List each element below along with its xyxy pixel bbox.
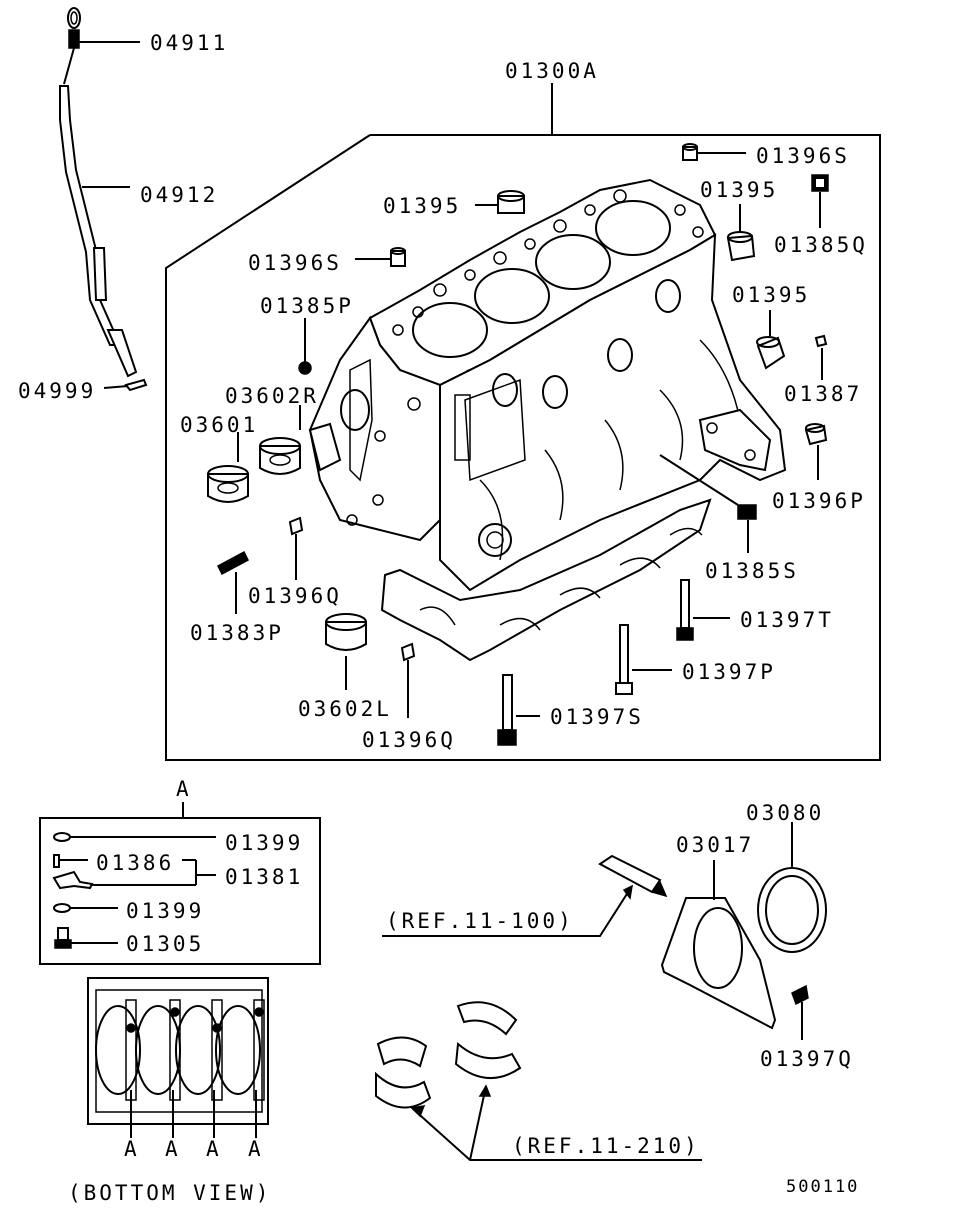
label-03602R: 03602R <box>225 384 319 408</box>
label-03602L: 03602L <box>298 697 392 721</box>
part-03602R: 03602R <box>225 384 319 475</box>
label-ref-11-100: (REF.11-100) <box>386 909 574 933</box>
label-01396S-left: 01396S <box>248 251 342 275</box>
dipstick-assembly: 04911 04912 04999 <box>18 7 228 403</box>
label-01396S-top: 01396S <box>756 144 850 168</box>
bottom-a-4: A <box>248 1137 264 1161</box>
label-01396Q-a: 01396Q <box>248 584 342 608</box>
label-01399-b: 01399 <box>126 899 204 923</box>
bottom-a-3: A <box>206 1137 222 1161</box>
rear-seal-group: 03080 03017 (REF.11-100) 01397Q <box>382 801 854 1071</box>
bottom-a-2: A <box>165 1137 181 1161</box>
label-01396Q-b: 01396Q <box>362 728 456 752</box>
part-01395-c: 01395 <box>732 283 810 370</box>
label-01399-a: 01399 <box>225 831 303 855</box>
label-01397S: 01397S <box>550 705 644 729</box>
part-01385S: 01385S <box>659 454 799 583</box>
detail-a-box: A 01399 01386 01381 01399 01305 <box>39 777 321 965</box>
part-03601: 03601 <box>180 413 258 503</box>
label-01397Q: 01397Q <box>760 1047 854 1071</box>
bottom-view-caption: (BOTTOM VIEW) <box>68 1181 271 1205</box>
part-01387: 01387 <box>784 334 862 406</box>
cylinder-block-illustration <box>308 178 787 662</box>
part-03602L: 03602L <box>298 613 392 721</box>
label-03080: 03080 <box>746 801 824 825</box>
label-01381: 01381 <box>225 865 303 889</box>
part-01385P: 01385P <box>260 294 354 375</box>
main-bearings: (REF.11-210) <box>375 1001 702 1161</box>
part-01397S: 01397S <box>497 674 644 746</box>
label-01396P: 01396P <box>772 489 866 513</box>
figure-number: 500110 <box>786 1177 859 1197</box>
label-01397P: 01397P <box>682 660 776 684</box>
label-01395-a: 01395 <box>383 194 461 218</box>
label-01385P: 01385P <box>260 294 354 318</box>
label-01385S: 01385S <box>705 559 799 583</box>
label-01300A: 01300A <box>505 59 599 83</box>
label-01386: 01386 <box>96 851 174 875</box>
label-01305: 01305 <box>126 932 204 956</box>
label-01387: 01387 <box>784 382 862 406</box>
part-01396Q-b: 01396Q <box>362 642 456 752</box>
label-04911: 04911 <box>150 31 228 55</box>
label-01397T: 01397T <box>740 608 834 632</box>
detail-a-label: A <box>176 777 192 801</box>
part-01396Q-a: 01396Q <box>248 516 342 608</box>
bottom-view: A A A A (BOTTOM VIEW) <box>68 977 271 1205</box>
part-01383P: 01383P <box>190 550 284 645</box>
block-frame: 01300A <box>165 59 881 761</box>
part-01396S-left: 01396S <box>248 247 406 275</box>
label-01395-c: 01395 <box>732 283 810 307</box>
bottom-a-1: A <box>124 1137 140 1161</box>
part-01397T: 01397T <box>676 579 834 641</box>
label-03601: 03601 <box>180 413 258 437</box>
part-01396S-top: 01396S <box>682 143 850 168</box>
label-01383P: 01383P <box>190 621 284 645</box>
part-01396P: 01396P <box>772 423 866 513</box>
label-04912: 04912 <box>140 183 218 207</box>
label-01395-b: 01395 <box>700 178 778 202</box>
part-01395-b: 01395 <box>700 178 778 262</box>
part-01397P: 01397P <box>615 624 776 695</box>
label-ref-11-210: (REF.11-210) <box>512 1134 700 1158</box>
label-01385Q: 01385Q <box>774 233 868 257</box>
part-01395-a: 01395 <box>383 190 525 218</box>
label-03017: 03017 <box>676 833 754 857</box>
part-01385Q: 01385Q <box>774 174 868 257</box>
label-04999: 04999 <box>18 379 96 403</box>
